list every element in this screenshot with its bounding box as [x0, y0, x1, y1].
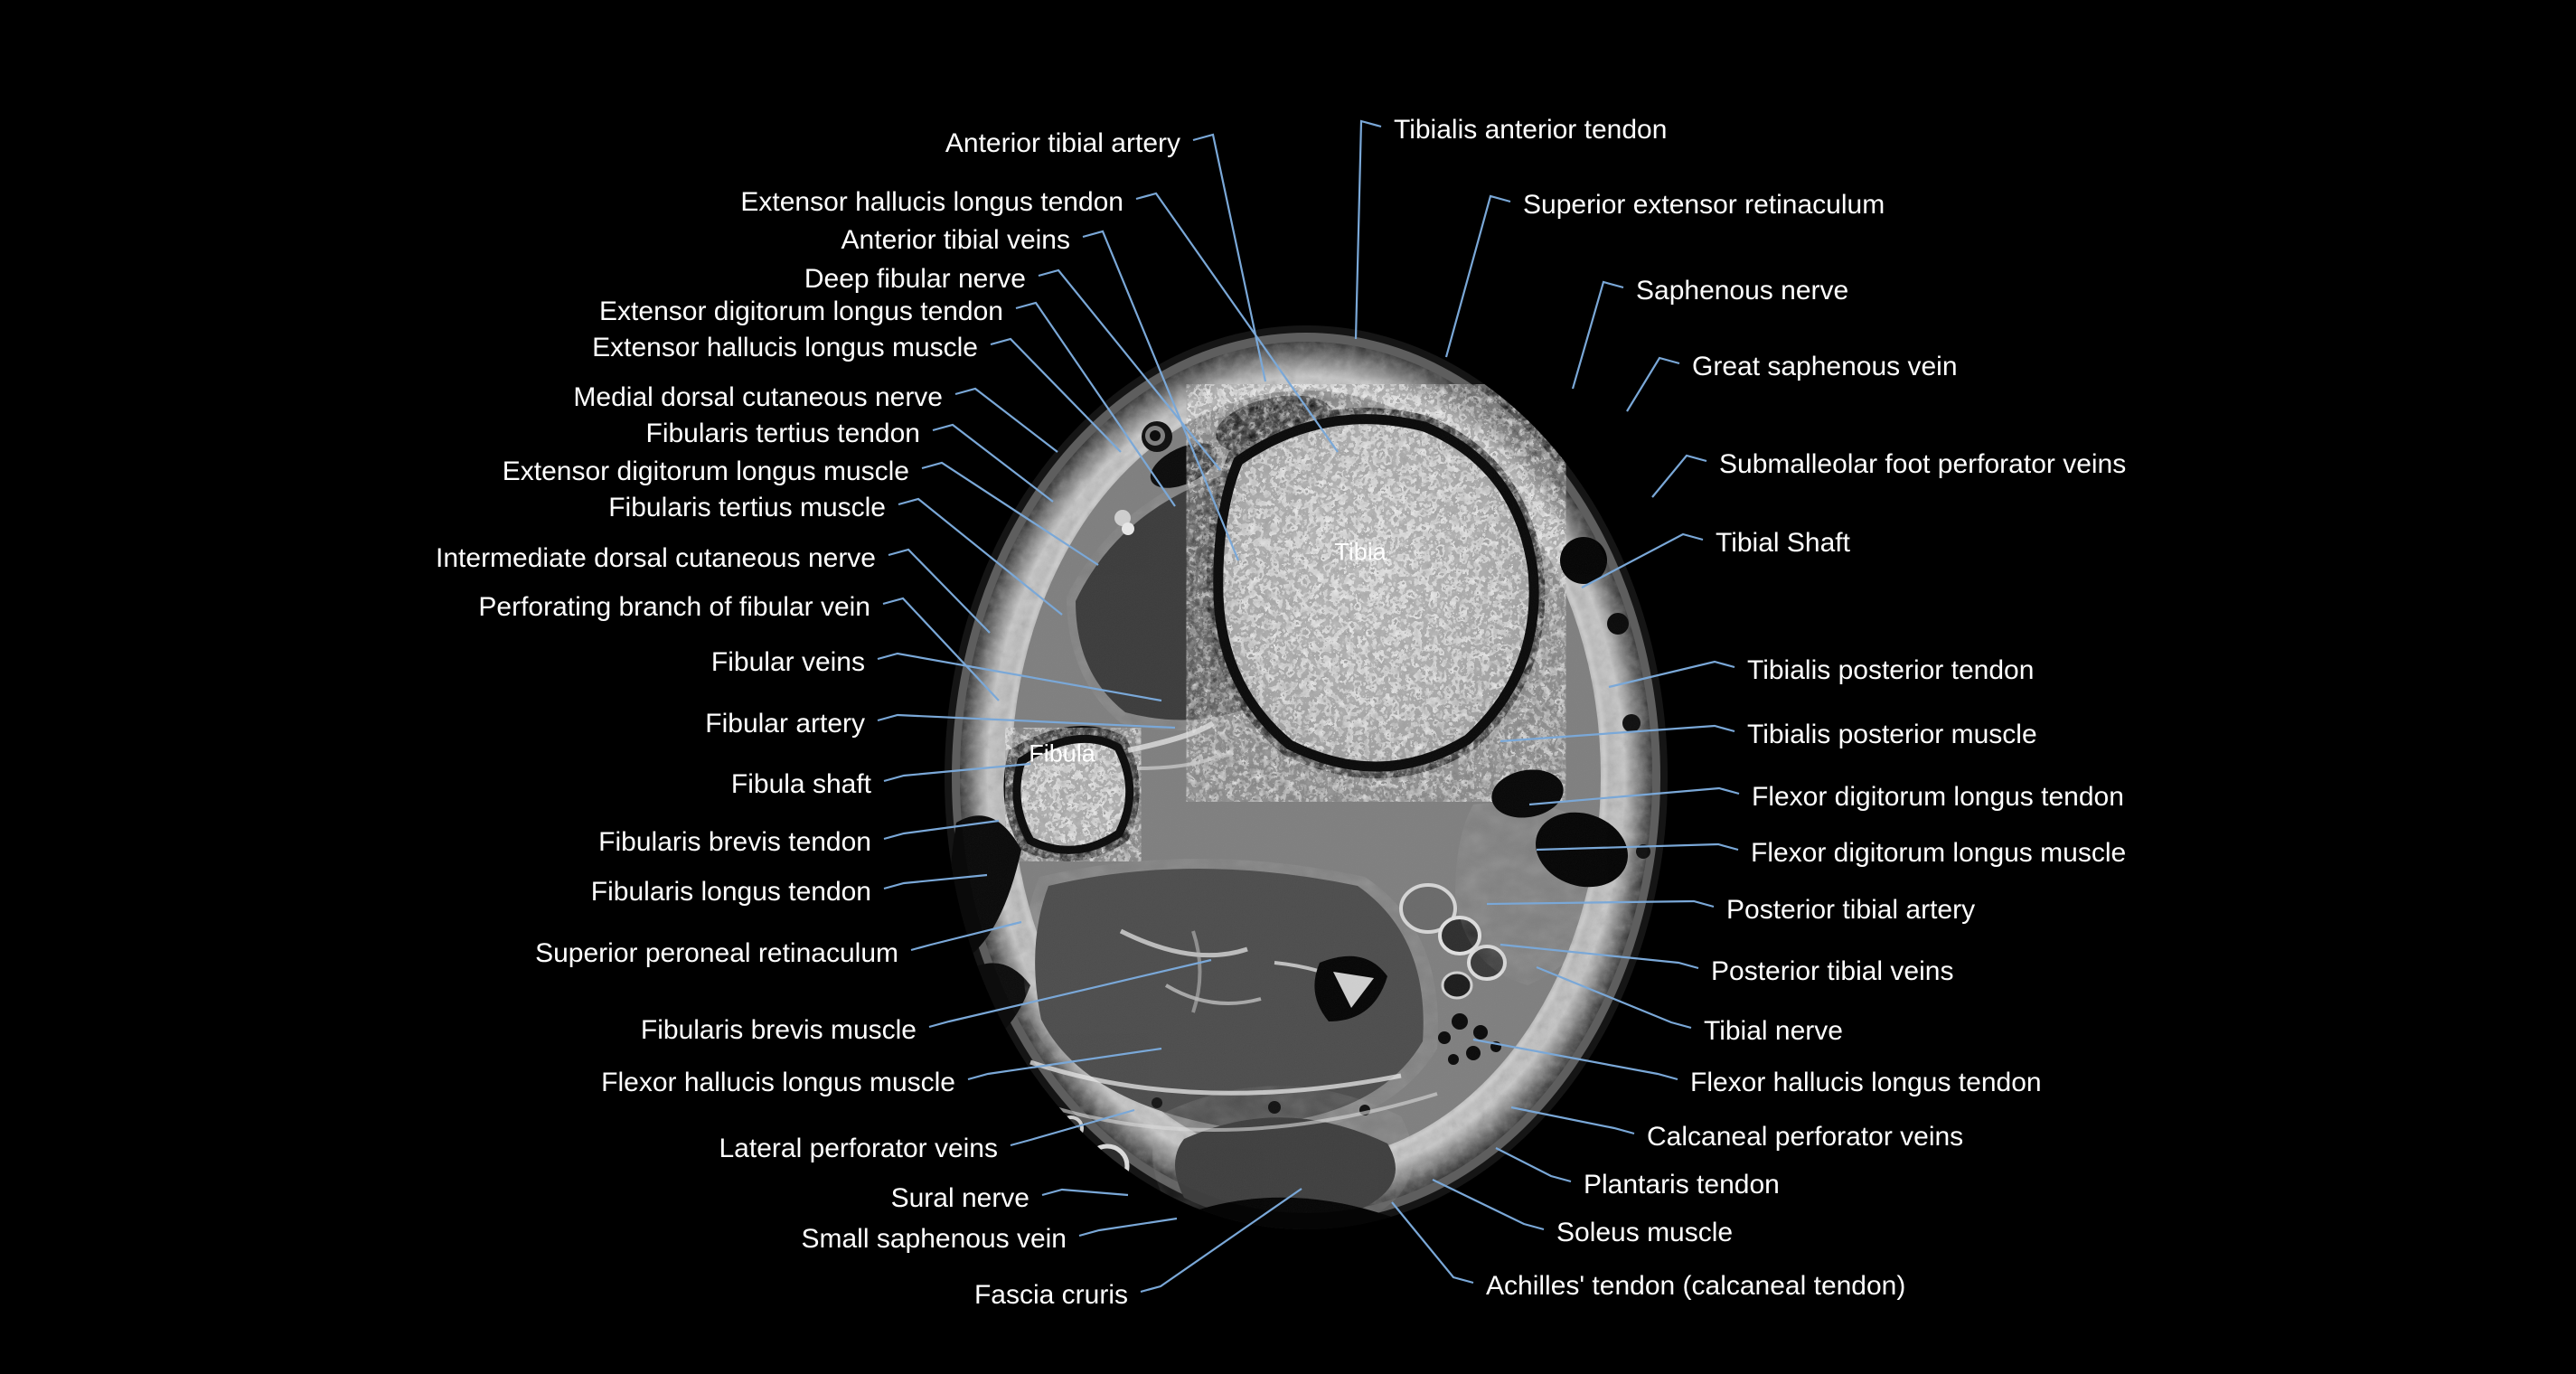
- anatomy-label: Tibialis anterior tendon: [1394, 115, 1668, 145]
- anatomy-label: Tibial Shaft: [1716, 528, 1850, 558]
- anatomy-label: Posterior tibial artery: [1726, 895, 1976, 925]
- anatomy-label: Submalleolar foot perforator veins: [1719, 449, 2127, 479]
- anatomy-label: Fibularis tertius tendon: [645, 419, 921, 448]
- anatomy-label: Plantaris tendon: [1584, 1170, 1780, 1200]
- anatomy-label: Saphenous nerve: [1636, 276, 1849, 306]
- anatomy-label: Flexor hallucis longus muscle: [601, 1068, 955, 1097]
- anatomy-label: Fibularis brevis tendon: [598, 827, 871, 857]
- anatomy-label: Anterior tibial veins: [841, 225, 1070, 255]
- anatomy-label: Perforating branch of fibular vein: [478, 592, 870, 622]
- anatomy-label: Fibular artery: [705, 709, 865, 739]
- anatomy-label: Posterior tibial veins: [1711, 956, 1954, 986]
- anatomy-label: Tibialis posterior muscle: [1747, 720, 2037, 749]
- anatomy-label: Great saphenous vein: [1692, 352, 1958, 381]
- anatomy-label: Achilles' tendon (calcaneal tendon): [1486, 1271, 1906, 1301]
- anatomy-label: Anterior tibial artery: [945, 128, 1180, 158]
- bone-label: Fibula: [1029, 739, 1095, 767]
- anatomy-label: Extensor digitorum longus muscle: [502, 456, 909, 486]
- anatomy-label: Extensor hallucis longus tendon: [740, 187, 1123, 217]
- anatomy-label: Soleus muscle: [1556, 1218, 1734, 1247]
- anatomy-label: Small saphenous vein: [801, 1224, 1067, 1254]
- anatomy-label: Calcaneal perforator veins: [1647, 1122, 1964, 1152]
- anatomy-label: Fascia cruris: [973, 1280, 1128, 1310]
- anatomy-label: Tibialis posterior tendon: [1747, 655, 2035, 685]
- anatomy-label: Intermediate dorsal cutaneous nerve: [436, 543, 876, 573]
- anatomy-label: Extensor digitorum longus tendon: [599, 296, 1003, 326]
- mri-axial-scan: [895, 298, 1717, 1256]
- anatomy-label: Superior extensor retinaculum: [1523, 190, 1885, 220]
- anatomy-label: Flexor hallucis longus tendon: [1690, 1068, 2042, 1097]
- anatomy-label: Extensor hallucis longus muscle: [592, 333, 978, 362]
- anatomy-label: Deep fibular nerve: [804, 264, 1026, 294]
- anatomy-label: Superior peroneal retinaculum: [535, 938, 898, 968]
- anatomy-label: Flexor digitorum longus tendon: [1752, 782, 2124, 812]
- anatomy-label: Fibularis longus tendon: [590, 877, 871, 907]
- anatomy-label: Fibula shaft: [730, 769, 871, 799]
- anatomy-label: Fibularis brevis muscle: [640, 1015, 917, 1045]
- anatomy-label: Flexor digitorum longus muscle: [1751, 838, 2127, 868]
- anatomy-label: Fibularis tertius muscle: [608, 493, 886, 522]
- anatomy-label: Lateral perforator veins: [719, 1134, 999, 1163]
- bone-label: Tibia: [1334, 538, 1387, 566]
- anatomy-label: Fibular veins: [710, 647, 865, 677]
- anatomy-label: Sural nerve: [890, 1183, 1029, 1213]
- anatomy-label: Medial dorsal cutaneous nerve: [573, 382, 943, 412]
- anatomy-label: Tibial nerve: [1704, 1016, 1843, 1046]
